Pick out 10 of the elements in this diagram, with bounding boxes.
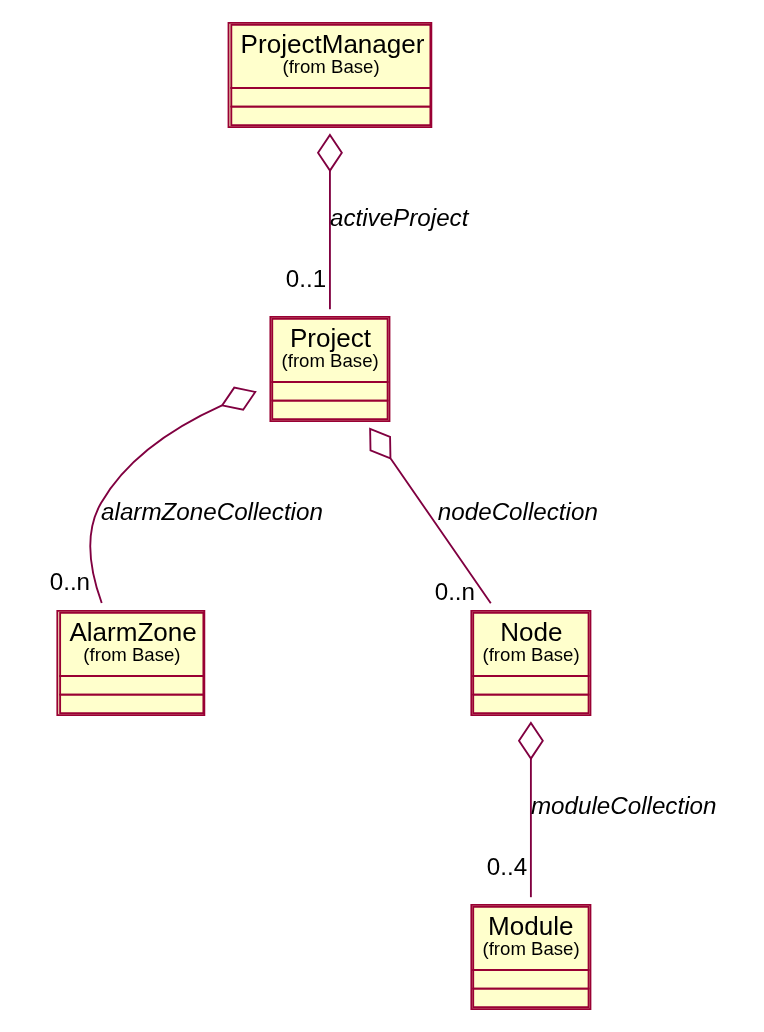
connector <box>88 386 257 604</box>
connector <box>517 721 544 899</box>
edge-label: nodeCollection <box>437 498 598 526</box>
connector <box>368 427 492 605</box>
connector <box>316 133 343 311</box>
label: 0..n <box>434 577 475 605</box>
label: 0..4 <box>486 853 527 881</box>
label: 0..n <box>49 568 90 596</box>
edge-label: alarmZoneCollection <box>100 498 323 526</box>
label: 0..1 <box>285 265 326 293</box>
